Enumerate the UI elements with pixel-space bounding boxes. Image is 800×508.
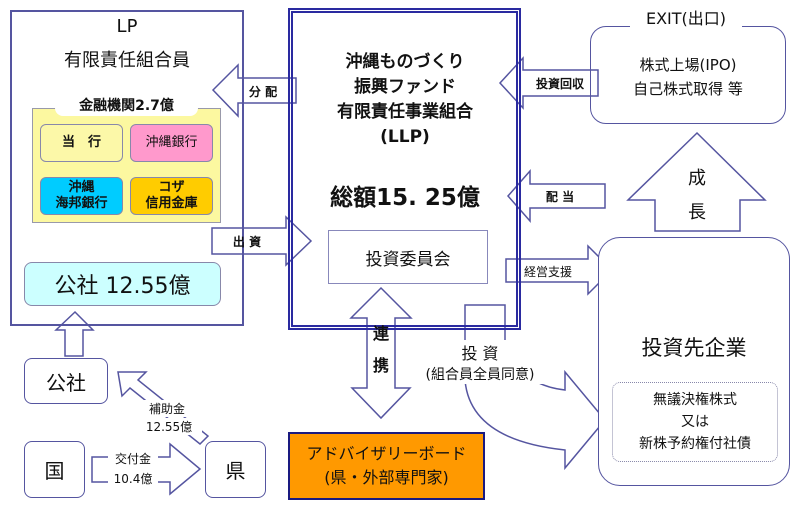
kosha-box: 公社 xyxy=(24,358,108,404)
growth-label-2: 長 xyxy=(688,202,706,223)
fund-line-2: 振興ファンド xyxy=(354,77,456,97)
contribution-arrow xyxy=(211,215,313,267)
kosha-to-lp-arrow xyxy=(54,310,95,357)
distribution-label: 分 配 xyxy=(248,84,278,99)
contribution-label: 出 資 xyxy=(232,234,262,249)
fund-name: 沖縄ものづくり 振興ファンド 有限責任事業組合 (LLP) xyxy=(295,50,515,150)
recovery-label: 投資回収 xyxy=(535,76,584,91)
prefecture-box: 県 xyxy=(205,441,266,498)
fund-line-1: 沖縄ものづくり xyxy=(345,52,465,72)
country-box: 国 xyxy=(24,441,85,498)
subsidy-label: 補助金 xyxy=(140,400,194,417)
subsidy-amount: 12.55億 xyxy=(136,418,202,435)
recovery-arrow xyxy=(498,56,599,110)
bank-okinawa: 沖縄銀行 xyxy=(130,124,213,162)
cooperation-arrow xyxy=(349,286,413,420)
fund-total: 総額15. 25億 xyxy=(330,185,480,211)
fund-line-3: 有限責任事業組合 xyxy=(337,102,473,122)
dividend-label: 配 当 xyxy=(545,189,575,204)
growth-arrow xyxy=(626,131,767,232)
advisory-line-2: (県・外部専門家) xyxy=(324,468,449,487)
dividend-arrow xyxy=(507,169,606,223)
investment-label: 投 資 xyxy=(420,340,540,364)
instrument-1: 無議決権株式 xyxy=(653,392,737,408)
advisory-line-1: アドバイザリーボード xyxy=(306,444,467,463)
grant-amount: 10.4億 xyxy=(108,470,158,487)
cooperation-label-1: 連 xyxy=(372,324,389,343)
investee-box xyxy=(598,237,790,486)
investee-title: 投資先企業 xyxy=(641,336,747,360)
bank-kaiho: 沖縄 海邦銀行 xyxy=(40,177,123,215)
kosha-investment-box: 公社 12.55億 xyxy=(24,262,221,306)
exit-label: EXIT(出口) xyxy=(630,6,742,28)
exit-box xyxy=(590,26,786,124)
lp-title: LP xyxy=(116,16,138,37)
advisory-board-box: アドバイザリーボード (県・外部専門家) xyxy=(288,432,485,500)
exit-line-2: 自己株式取得 等 xyxy=(633,80,743,98)
instruments-box: 無議決権株式 又は 新株予約権付社債 xyxy=(612,382,778,462)
support-label: 経営支援 xyxy=(523,264,572,279)
fund-box xyxy=(288,8,521,330)
exit-line-1: 株式上場(IPO) xyxy=(639,56,737,74)
lp-subtitle: 有限責任組合員 xyxy=(64,50,190,71)
investment-note: (組合員全員同意) xyxy=(400,364,560,384)
bank-own: 当 行 xyxy=(40,124,123,162)
distribution-arrow xyxy=(211,63,297,118)
cooperation-label-2: 携 xyxy=(372,356,389,375)
bank-koza: コザ 信用金庫 xyxy=(130,177,213,215)
lp-box xyxy=(10,10,244,326)
investment-committee-box: 投資委員会 xyxy=(328,230,488,284)
growth-label-1: 成 xyxy=(688,168,706,189)
instrument-2: 又は xyxy=(681,414,709,430)
grant-label: 交付金 xyxy=(108,450,158,467)
financial-institutions-label: 金融機関2.7億 xyxy=(55,94,198,116)
instrument-3: 新株予約権付社債 xyxy=(639,436,751,452)
fund-line-4: (LLP) xyxy=(380,127,430,147)
